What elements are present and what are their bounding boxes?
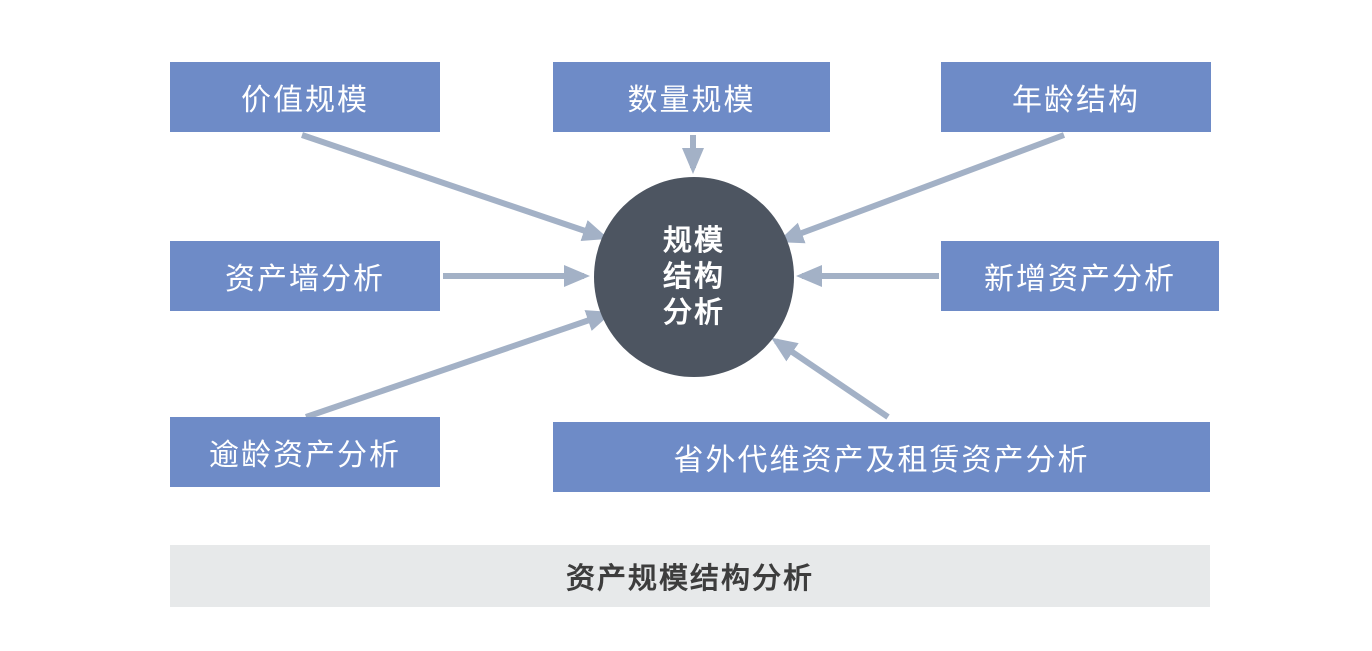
arrow-overage-asset-icon [305,310,613,420]
footer-title-bar: 资产规模结构分析 [170,545,1210,607]
arrow-out-of-province-icon [771,337,890,420]
center-circle-line-2: 结构 [662,260,725,293]
arrow-value-scale-icon [301,132,609,241]
box-overage-asset-analysis: 逾龄资产分析 [170,417,440,487]
box-out-of-province-leased-asset-analysis: 省外代维资产及租赁资产分析 [553,422,1210,492]
arrow-age-structure-icon [777,132,1066,244]
center-circle-line-3: 分析 [662,297,725,330]
box-quantity-scale: 数量规模 [553,62,830,132]
box-age-structure: 年龄结构 [941,62,1211,132]
center-circle: 规模 结构 分析 [594,177,794,377]
center-circle-line-1: 规模 [662,224,725,257]
box-value-scale: 价值规模 [170,62,440,132]
box-asset-wall-analysis: 资产墙分析 [170,241,440,311]
box-new-asset-analysis: 新增资产分析 [941,241,1219,311]
